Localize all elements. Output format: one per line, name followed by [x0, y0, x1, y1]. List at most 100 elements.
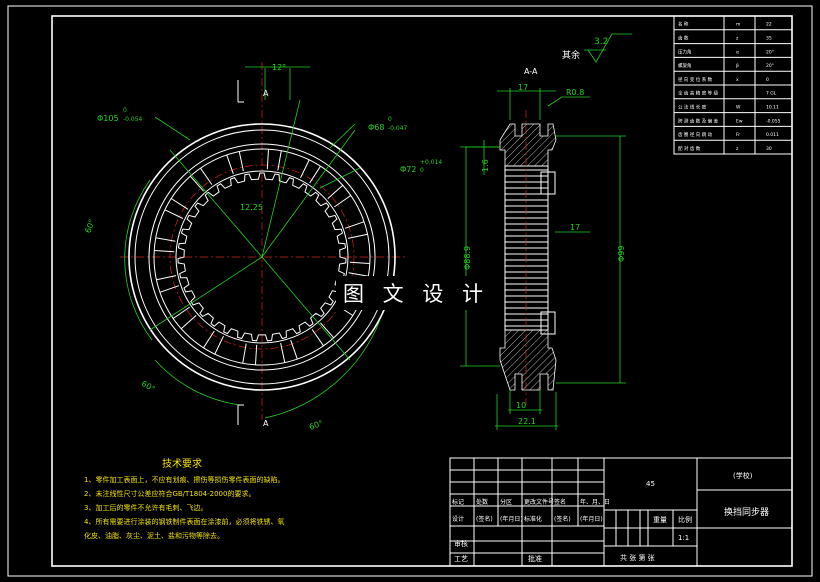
param-cell: 10.11 [766, 105, 779, 111]
process-label: 工艺 [454, 555, 468, 563]
param-cell: 22 [766, 22, 772, 28]
param-cell: 30 [766, 146, 772, 152]
param-cell: 20° [766, 49, 774, 55]
ring-slot [345, 221, 368, 239]
param-cell: 跨 测 齿 数 及 偏 差 [678, 117, 719, 124]
ring-slot [189, 167, 213, 192]
param-cell: 齿 圈 径 向 跳 动 [678, 131, 713, 138]
tech-req-item-4: 4、所有需要进行涂装的钢铁制件表面在涂漆前，必须将铁锈、氧 [84, 517, 284, 526]
ring-slot [300, 159, 321, 184]
dim-inner-width: 12.25 [240, 203, 263, 212]
roughness-label: 其余 [562, 49, 580, 61]
ring-slot [242, 343, 258, 365]
scale-value: 1:1 [678, 534, 689, 542]
front-view: 12° A A Φ105 0 -0.054 Φ68 0 -0.047 Φ72 +… [83, 62, 442, 432]
ring-slot [156, 275, 179, 293]
title-block-cell: 年、月、日 [580, 498, 610, 506]
param-cell: z [736, 147, 739, 152]
dim-dia-68-tol: -0.047 [388, 125, 408, 132]
dim-width-bottom-small: 10 [516, 401, 526, 410]
title-block-cell: 标准化 [524, 515, 542, 523]
param-cell: 径 向 变 位 系 数 [678, 76, 713, 83]
param-cell: W [736, 105, 741, 111]
ring-slot [203, 330, 224, 355]
section-mark-bottom: A [263, 419, 269, 428]
scale-label: 比例 [678, 515, 692, 524]
approve-label: 批准 [528, 554, 542, 563]
roughness-value: 3.2 [594, 37, 608, 47]
outer-frame [7, 5, 813, 577]
dim-angle-left: 60° [83, 218, 96, 234]
param-cell: 全 齿 高 精 度 等 级 [678, 90, 719, 97]
param-cell: α [736, 50, 739, 55]
ring-slot [327, 184, 352, 208]
title-block-cell: 分区 [500, 498, 512, 506]
tech-req-item-1: 1、零件加工表面上，不应有划痕、擦伤等损伤零件表面的缺陷。 [84, 475, 284, 484]
param-cell: 0 [766, 77, 769, 83]
dim-dia-72: Φ72 [400, 165, 416, 174]
title-block-cell: 标记 [452, 498, 464, 506]
weight-label: 重量 [653, 516, 667, 524]
title-block-cell: 设计 [452, 515, 464, 523]
ring-slot [348, 261, 370, 277]
title-block-cell: (签名) [476, 515, 493, 523]
dim-width-right: 17 [570, 223, 580, 232]
param-cell: β [736, 63, 739, 69]
part-name: 换挡同步器 [724, 506, 769, 518]
param-cell: 螺旋角 [678, 62, 692, 69]
dim-dia-105-up: 0 [123, 107, 127, 114]
dim-dia-68: Φ68 [368, 123, 384, 132]
ring-slot [266, 149, 282, 171]
param-cell: 35 [766, 36, 772, 42]
roughness-symbol: 其余 3.2 [562, 33, 632, 63]
param-cell: Fr [736, 132, 740, 138]
title-block: 标记处数分区更改文件号签名年、月、日设计(签名)(年月日)标准化(签名)(年月日… [449, 457, 793, 567]
tech-req-title: 技术要求 [162, 457, 202, 470]
dim-dia-105-tol: -0.054 [123, 116, 143, 123]
param-cell: z [736, 37, 739, 42]
dim-dia-72-up: +0.014 [420, 159, 442, 166]
ring-slot [164, 198, 189, 219]
title-block-cell: 更改文件号 [524, 498, 554, 506]
watermark-label: 图 文 设 计 [336, 276, 496, 310]
material: 45 [646, 480, 655, 488]
dim-dia-72-tol: 0 [420, 167, 424, 174]
dim-width-top: 17 [518, 83, 528, 92]
tech-req-item-3: 3、加工后的零件不允许有毛刺、飞边。 [84, 503, 207, 512]
dim-angle-bottom-left: 60° [140, 379, 157, 394]
title-block-cell: 处数 [476, 498, 488, 506]
ring-slot [280, 340, 298, 363]
tech-req-item-2: 2、未注线性尺寸公差应符合GB/T1804-2000的要求。 [84, 489, 255, 498]
ring-slot [226, 151, 244, 174]
section-mark-top: A [263, 89, 269, 98]
param-cell: 压力角 [678, 48, 692, 55]
section-view: A-A 17 R0.8 1.6 17 Φ88.9 Φ99 10 [460, 67, 626, 430]
dim-chamfer: 1.6 [481, 159, 490, 172]
param-cell: x [736, 78, 739, 83]
param-cell: 公 法 线 长 度 [678, 104, 707, 111]
school: (学校) [733, 471, 753, 480]
tech-req-item-5: 化皮、油脂、灰尘、泥土、盐和污物等除去。 [84, 531, 224, 540]
inner-frame [51, 15, 793, 567]
dim-angle-top: 12° [272, 63, 286, 72]
param-cell: -0.055 [766, 118, 781, 124]
title-block-cell: 签名 [554, 498, 566, 506]
dim-dia-68-up: 0 [388, 116, 392, 123]
param-cell: Ew [736, 118, 743, 124]
title-block-cell: (年月日) [580, 515, 603, 523]
title-block-cell: (年月日) [500, 515, 523, 523]
dim-inner-dia: Φ88.9 [463, 246, 472, 270]
review-label: 审核 [454, 539, 468, 548]
dim-radius: R0.8 [566, 88, 584, 97]
dim-dia-105: Φ105 [97, 114, 119, 123]
param-cell: 配 对 齿 数 [678, 145, 701, 152]
technical-requirements: 技术要求 1、零件加工表面上，不应有划痕、擦伤等损伤零件表面的缺陷。 2、未注线… [84, 457, 284, 540]
dim-angle-bottom: 60° [308, 419, 324, 432]
ring-slot [172, 306, 197, 330]
ring-slot [311, 322, 335, 347]
sheets-label: 共 张 第 张 [620, 553, 655, 562]
param-cell: 7 GL [766, 91, 777, 97]
section-title: A-A [524, 67, 538, 76]
param-cell: 0.011 [766, 132, 779, 138]
